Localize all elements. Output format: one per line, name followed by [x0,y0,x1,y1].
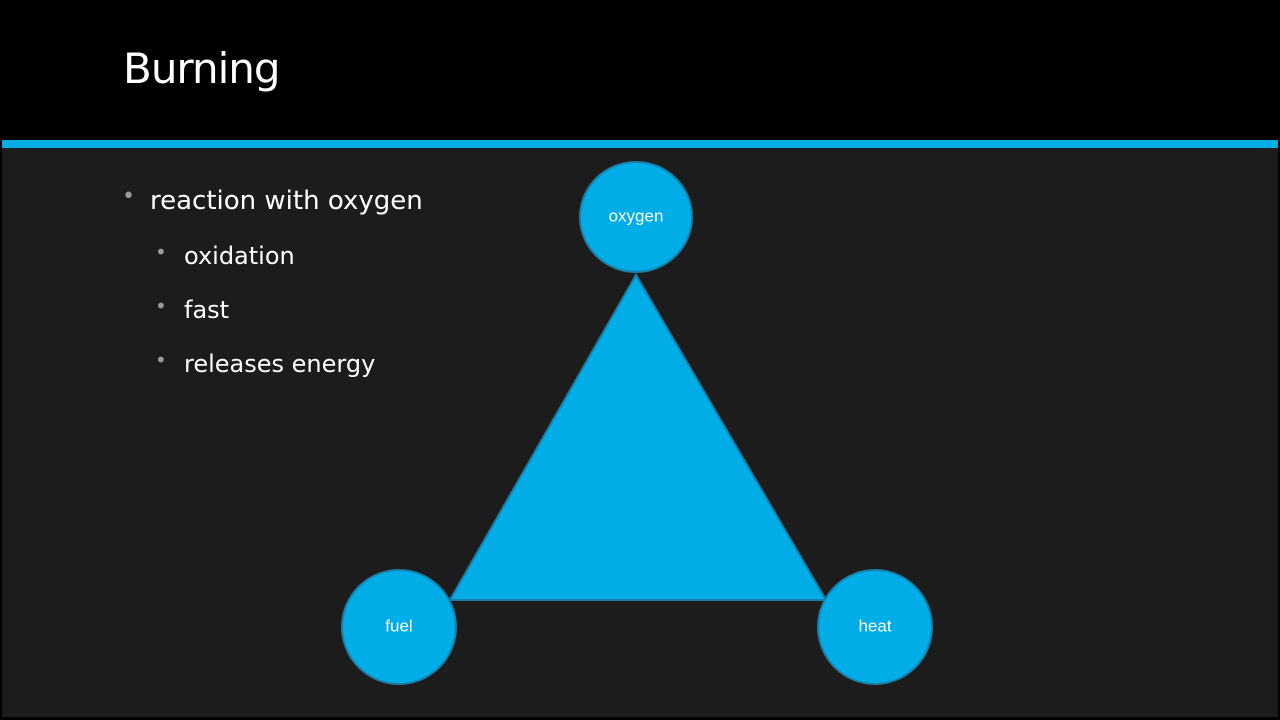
node-fuel: fuel [341,569,457,685]
bullet-releases-energy: • releases energy [155,348,376,378]
fire-triangle [448,273,828,601]
bullet-icon: • [122,184,135,209]
title-divider-bar [2,140,1278,148]
slide-title: Burning [123,44,281,93]
node-label: fuel [385,616,412,635]
node-circle [817,569,933,685]
bullet-text: oxidation [184,242,295,270]
node-label: oxygen [609,206,664,225]
node-label: heat [858,616,891,635]
node-circle [579,161,693,273]
bullet-icon: • [155,240,167,264]
bullet-icon: • [155,348,167,372]
node-circle [341,569,457,685]
node-oxygen: oxygen [579,161,693,273]
bullet-text: reaction with oxygen [150,186,423,216]
bullet-reaction-with-oxygen: • reaction with oxygen [122,184,423,216]
bullet-oxidation: • oxidation [155,240,295,270]
bullet-text: releases energy [184,350,376,378]
bullet-icon: • [155,294,167,318]
node-heat: heat [817,569,933,685]
bullet-fast: • fast [155,294,230,324]
bullet-text: fast [184,296,230,324]
